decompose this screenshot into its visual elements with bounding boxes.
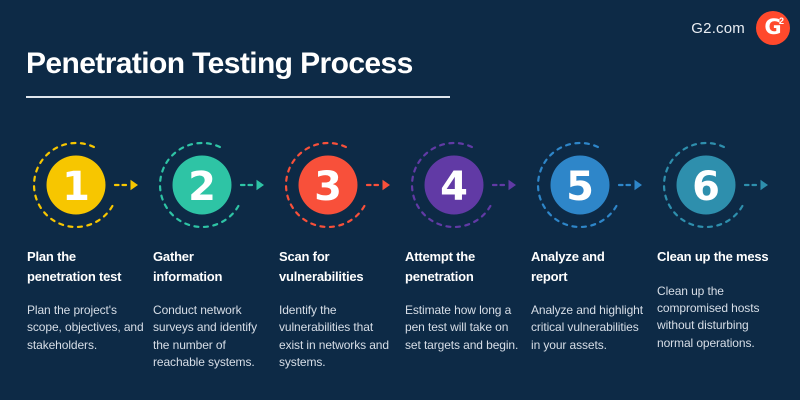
step-title: Plan the penetration test xyxy=(27,249,122,284)
arrow-head-icon xyxy=(130,179,138,191)
step-6-graphic: 6 xyxy=(643,137,769,233)
g2-logo-letter: G xyxy=(764,15,782,39)
dashed-ring-icon xyxy=(32,141,114,229)
dashed-ring-icon xyxy=(410,141,492,229)
step-description: Estimate how long a pen test will take o… xyxy=(405,303,519,352)
step-number: 4 xyxy=(440,164,468,210)
step-circle xyxy=(550,155,610,215)
step-number: 1 xyxy=(62,164,90,210)
step-description: Analyze and highlight critical vulnerabi… xyxy=(531,303,643,352)
step-3-diagram-icon: 3 xyxy=(284,141,390,229)
step-circle xyxy=(676,155,736,215)
title-underline xyxy=(26,96,450,98)
dashed-ring-icon xyxy=(284,141,366,229)
arrow-head-icon xyxy=(382,179,390,191)
step-number: 3 xyxy=(314,164,342,210)
step-2-graphic: 2 xyxy=(139,137,265,233)
step-6-diagram-icon: 6 xyxy=(662,141,768,229)
step-number: 6 xyxy=(692,164,720,210)
page-title: Penetration Testing Process xyxy=(26,47,413,80)
topbar: G2.com G 2 xyxy=(691,11,790,45)
brand-text: G2.com xyxy=(691,19,745,37)
dashed-ring-icon xyxy=(662,141,744,229)
step-title: Attempt the penetration xyxy=(405,249,476,284)
step-description: Clean up the compromised hosts without d… xyxy=(657,283,760,350)
step-5-graphic: 5 xyxy=(517,137,643,233)
step-2-diagram-icon: 2 xyxy=(158,141,264,229)
step-5-diagram-icon: 5 xyxy=(536,141,642,229)
step-title: Gather information xyxy=(153,249,223,284)
g2-logo-superscript: 2 xyxy=(778,16,784,26)
step-number: 2 xyxy=(188,164,216,210)
step-2: 2 Gather information Conduct network sur… xyxy=(139,137,265,372)
step-6: 6 Clean up the mess Clean up the comprom… xyxy=(643,137,769,372)
step-circle xyxy=(46,155,106,215)
step-circle xyxy=(172,155,232,215)
step-circle xyxy=(424,155,484,215)
step-4-graphic: 4 xyxy=(391,137,517,233)
g2-logo-icon: G 2 xyxy=(756,11,790,45)
step-description: Conduct network surveys and identify the… xyxy=(153,303,258,370)
arrow-head-icon xyxy=(634,179,642,191)
dashed-ring-icon xyxy=(158,141,240,229)
step-description: Identify the vulnerabilities that exist … xyxy=(279,303,389,370)
step-title: Scan for vulnerabilities xyxy=(279,249,364,284)
step-1-graphic: 1 xyxy=(13,137,139,233)
step-3: 3 Scan for vulnerabilities Identify the … xyxy=(265,137,391,372)
step-4-diagram-icon: 4 xyxy=(410,141,516,229)
step-4: 4 Attempt the penetration Estimate how l… xyxy=(391,137,518,372)
arrow-head-icon xyxy=(256,179,264,191)
process-steps: 1 Plan the penetration test Plan the pro… xyxy=(13,137,769,372)
step-1-diagram-icon: 1 xyxy=(32,141,138,229)
arrow-head-icon xyxy=(760,179,768,191)
arrow-head-icon xyxy=(508,179,516,191)
step-3-graphic: 3 xyxy=(265,137,391,233)
step-1: 1 Plan the penetration test Plan the pro… xyxy=(13,137,144,372)
step-circle xyxy=(298,155,358,215)
step-title: Clean up the mess xyxy=(657,249,769,264)
step-title: Analyze and report xyxy=(531,249,605,284)
dashed-ring-icon xyxy=(536,141,618,229)
step-number: 5 xyxy=(566,164,594,210)
step-5: 5 Analyze and report Analyze and highlig… xyxy=(517,137,643,372)
step-description: Plan the project's scope, objectives, an… xyxy=(27,303,144,352)
